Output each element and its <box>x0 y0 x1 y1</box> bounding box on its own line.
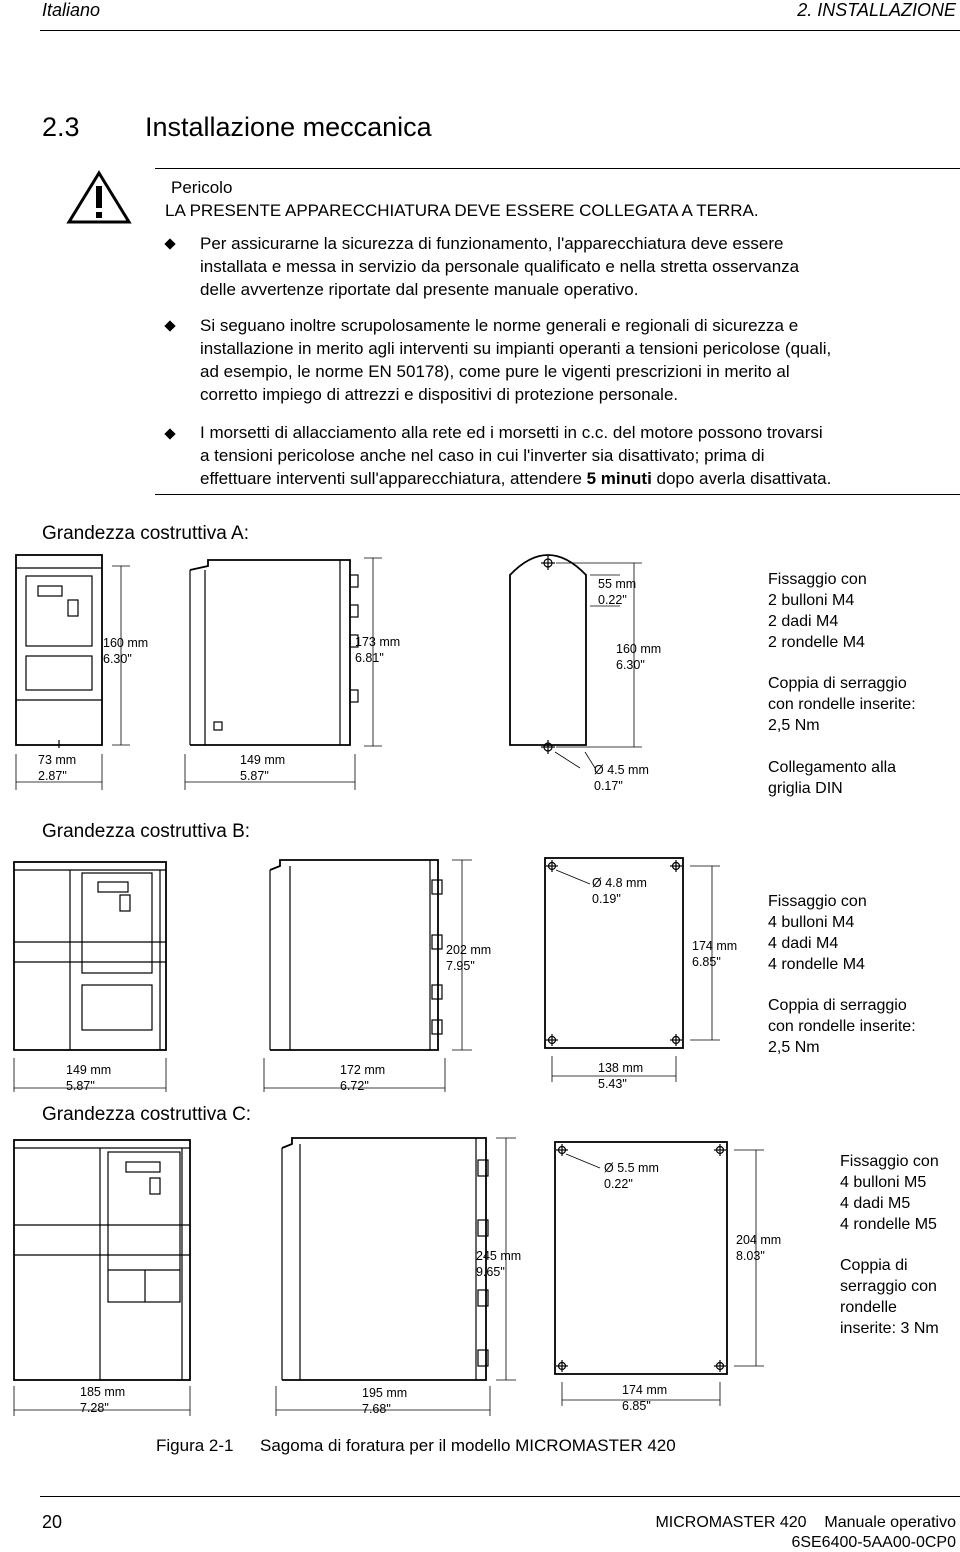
frame-b-side-view <box>269 859 443 1051</box>
page-number: 20 <box>42 1512 63 1532</box>
warning-headline: LA PRESENTE APPARECCHIATURA DEVE ESSERE … <box>165 201 759 220</box>
bullet-3-text: effettuare interventi sull'apparecchiatu… <box>200 469 587 488</box>
bullet-3-line: I morsetti di allacciamento alla rete ed… <box>200 423 823 442</box>
frame-b-label: Grandezza costruttiva B: <box>42 821 251 842</box>
frame-c-side-view <box>281 1137 489 1381</box>
warning-triangle-icon <box>66 170 132 224</box>
footer-rule <box>40 1496 960 1497</box>
figure-caption: Sagoma di foratura per il modello MICROM… <box>260 1436 676 1455</box>
frame-b-drilling-template <box>544 857 684 1049</box>
bullet-1-line: delle avvertenze riportate dal presente … <box>200 280 639 299</box>
frame-a-front-view <box>15 554 103 748</box>
bullet-3-line: effettuare interventi sull'apparecchiatu… <box>200 467 831 490</box>
frame-c-front-view <box>13 1139 191 1381</box>
header-rule <box>40 30 960 31</box>
section-number: 2.3 <box>42 112 80 142</box>
warning-top-rule <box>155 168 960 169</box>
header-language: Italiano <box>42 0 101 20</box>
footer-doc-code: 6SE6400-5AA00-0CP0 <box>791 1534 956 1551</box>
bullet-1-line: installata e messa in servizio da person… <box>200 257 800 276</box>
bullet-3: I morsetti di allacciamento alla rete ed… <box>200 421 831 490</box>
frame-a-drilling-template <box>509 554 587 754</box>
frame-a-side-view <box>189 559 359 746</box>
bullet-2-line: Si seguano inoltre scrupolosamente le no… <box>200 316 799 335</box>
bullet-3-text: dopo averla disattivata. <box>651 469 832 488</box>
frame-c-drilling-template <box>554 1141 728 1375</box>
bullet-3-line: a tensioni pericolose anche nel caso in … <box>200 446 765 465</box>
frame-c-label: Grandezza costruttiva C: <box>42 1104 252 1125</box>
frame-a-label: Grandezza costruttiva A: <box>42 523 249 544</box>
bullet-1-line: Per assicurarne la sicurezza di funziona… <box>200 234 784 253</box>
warning-title: Pericolo <box>171 178 233 197</box>
bullet-2-line: installazione in merito agli interventi … <box>200 339 832 358</box>
bullet-2-line: corretto impiego di attrezzi e dispositi… <box>200 385 679 404</box>
bullet-3-emphasis: 5 minuti <box>586 469 652 488</box>
bullet-2-line: ad esempio, le norme EN 50178), come pur… <box>200 362 790 381</box>
header-chapter: 2. INSTALLAZIONE <box>797 0 956 20</box>
frame-b-front-view <box>13 861 167 1051</box>
section-title: Installazione meccanica <box>145 112 432 142</box>
warning-bottom-rule <box>155 494 960 495</box>
footer-doc-title: MICROMASTER 420 Manuale operativo <box>655 1514 956 1531</box>
bullet-2: Si seguano inoltre scrupolosamente le no… <box>200 314 831 406</box>
figure-number: Figura 2-1 <box>156 1436 234 1455</box>
bullet-1: Per assicurarne la sicurezza di funziona… <box>200 232 799 301</box>
